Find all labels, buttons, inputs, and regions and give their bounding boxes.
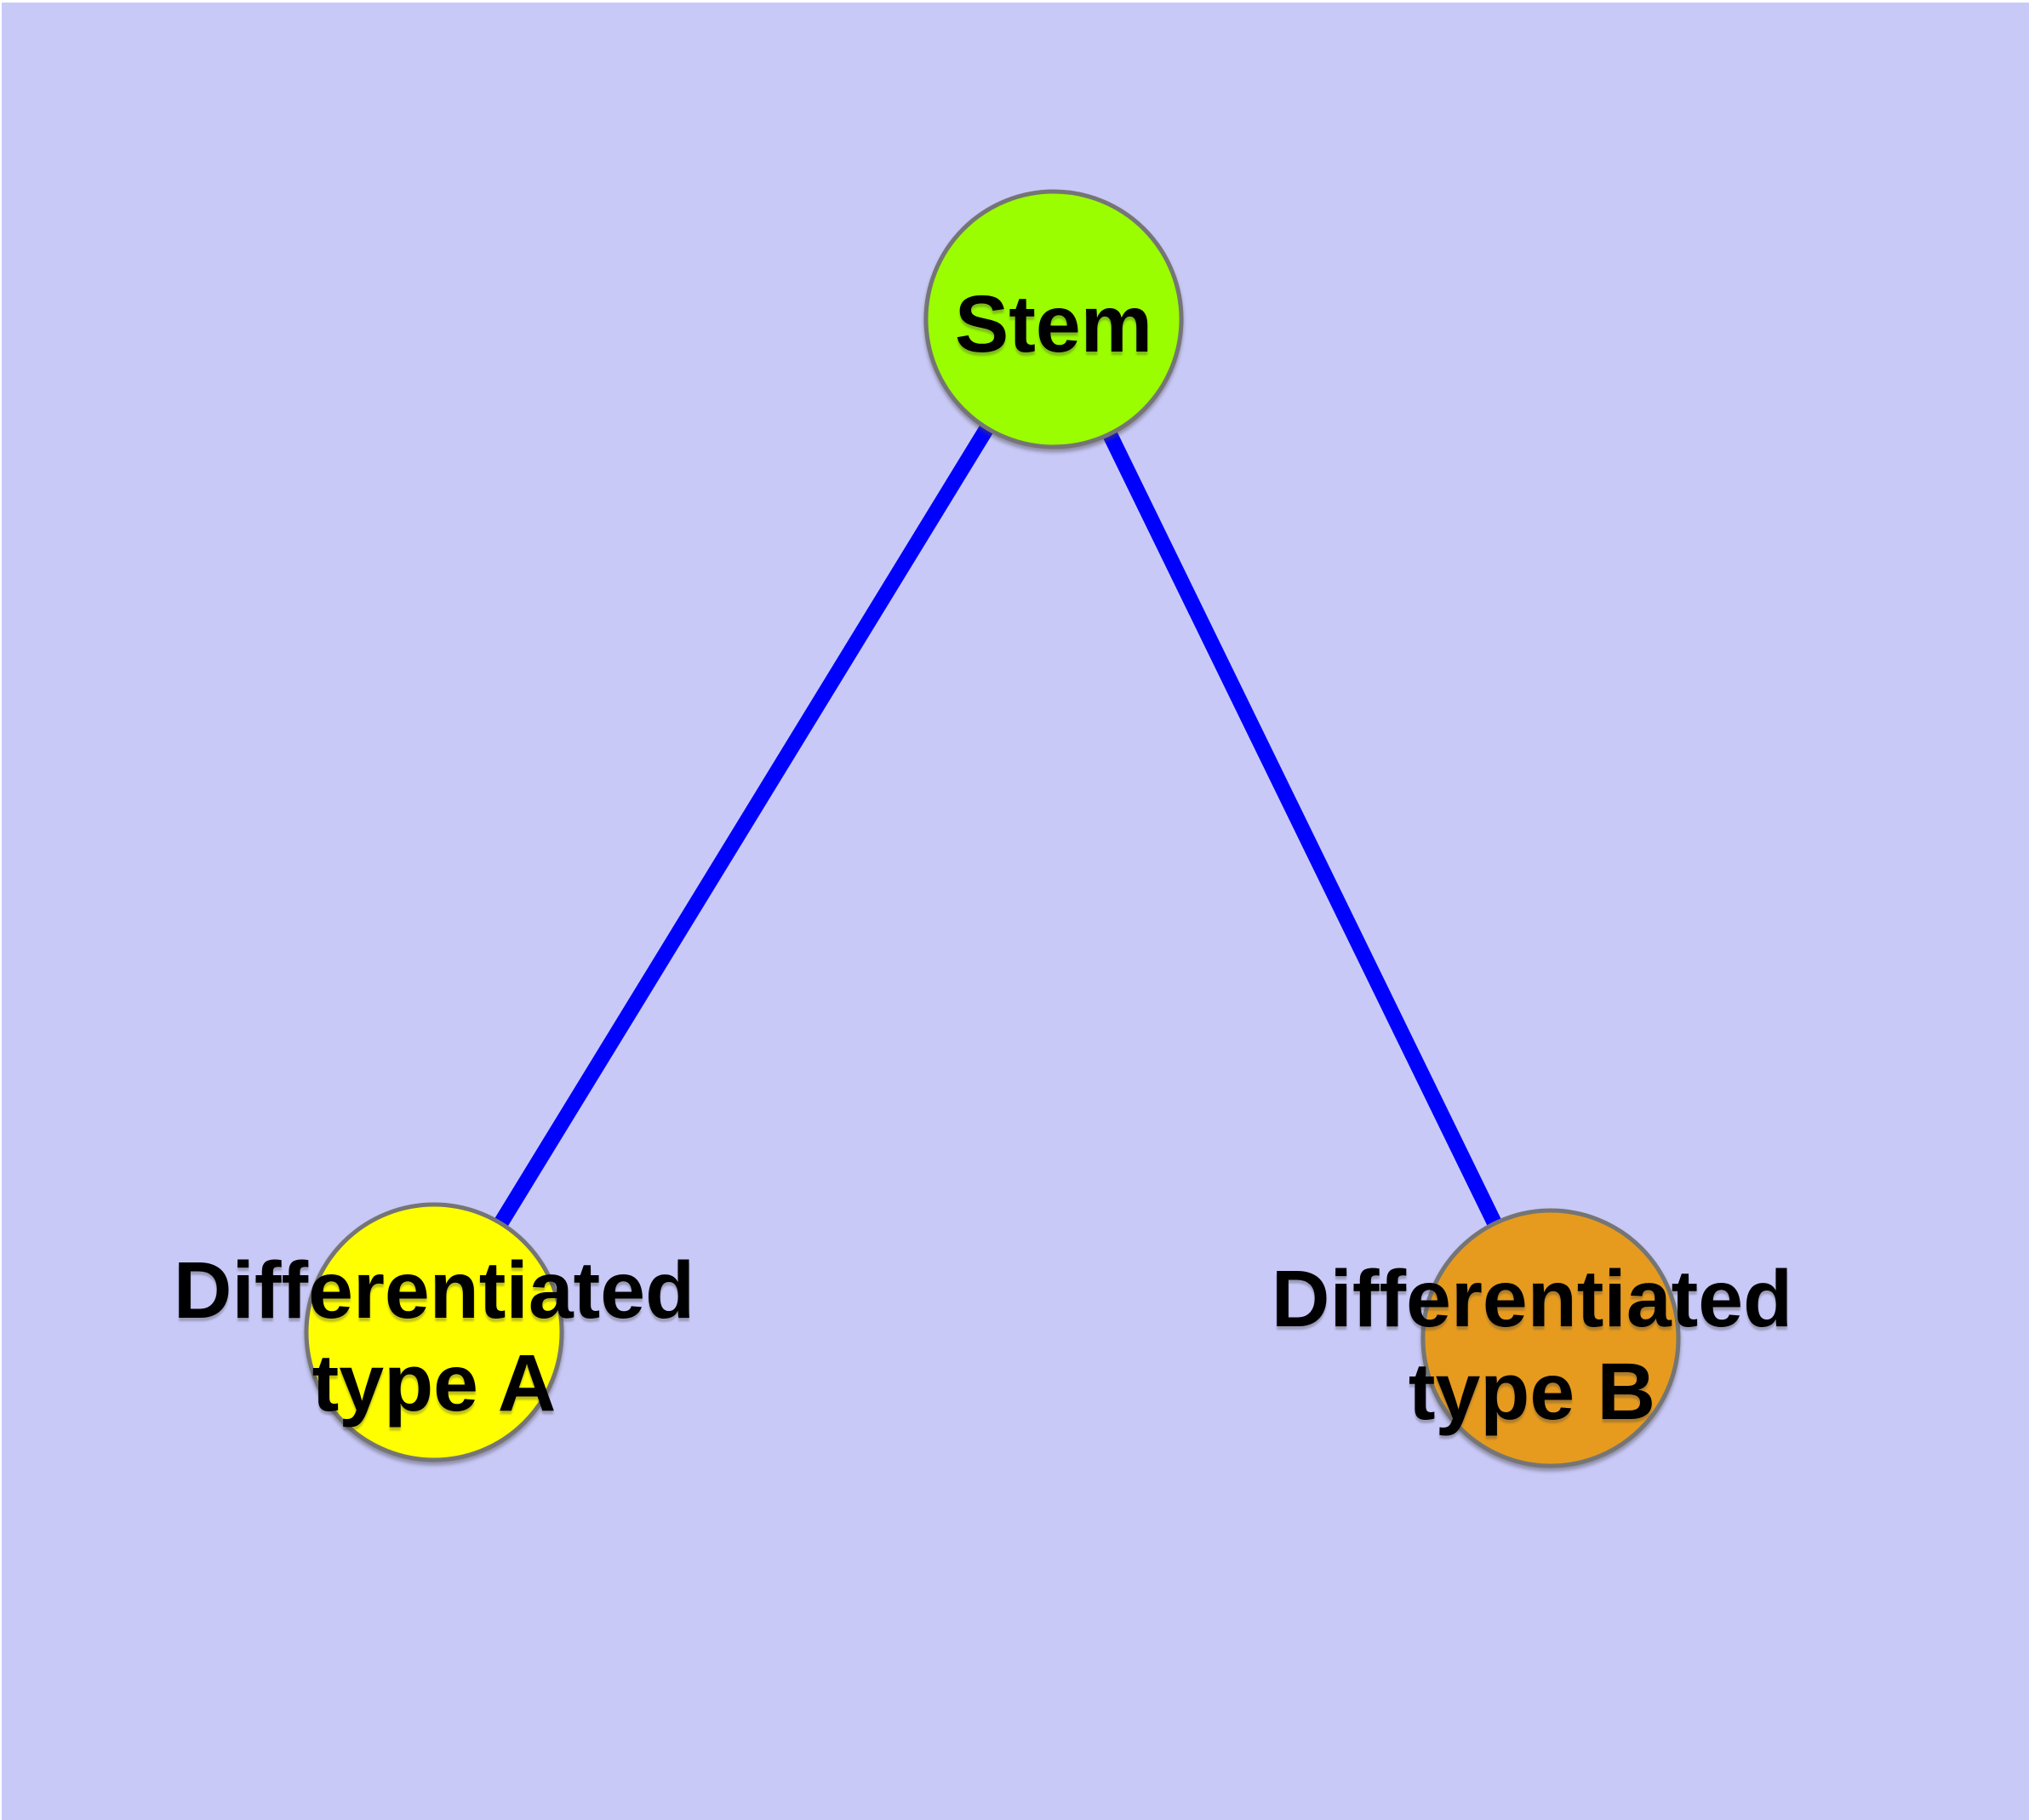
node-differentiated-type-a (304, 1202, 564, 1462)
label-line-2: type B (1409, 1347, 1655, 1437)
edge-stem-to-type-b (1046, 316, 1558, 1342)
node-differentiated-type-b (1420, 1208, 1681, 1468)
edge-stem-to-type-a (427, 315, 1060, 1336)
node-stem (923, 189, 1184, 449)
label-line-2: type A (312, 1338, 557, 1428)
label-line-1: Differentiated (1272, 1254, 1792, 1344)
node-stem-label: Stem (955, 279, 1152, 369)
label-line-1: Differentiated (174, 1245, 694, 1336)
